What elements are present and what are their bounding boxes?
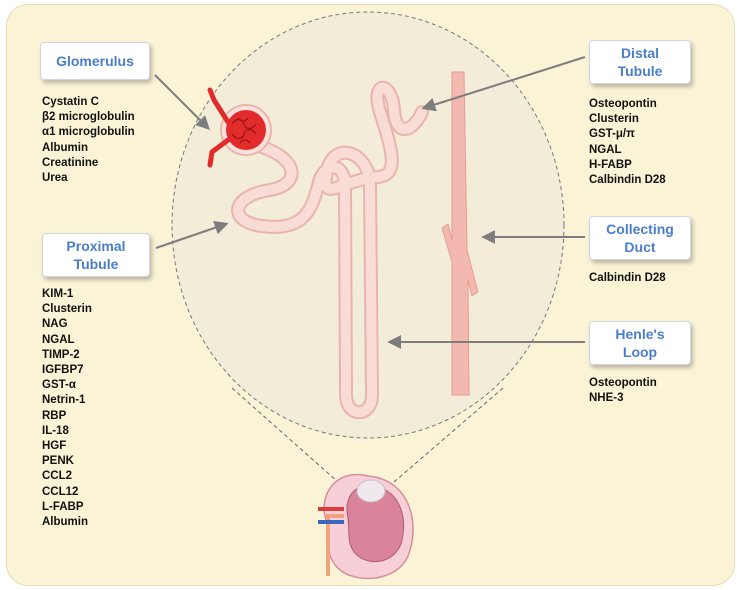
marker-item: GST-α xyxy=(42,379,76,392)
collecting-markers: Calbindin D28 xyxy=(589,271,666,286)
nephron-tubule xyxy=(231,80,429,420)
henle-markers: Osteopontin NHE-3 xyxy=(589,376,657,406)
henles-loop-label: Henle's Loop xyxy=(589,321,691,365)
marker-item: Osteopontin xyxy=(589,98,657,110)
marker-item: TIMP-2 xyxy=(42,348,80,361)
marker-item: Netrin-1 xyxy=(42,394,86,407)
marker-item: Creatinine xyxy=(42,156,99,169)
marker-item: NGAL xyxy=(589,143,622,156)
marker-item: Clusterin xyxy=(42,303,92,316)
marker-item: Clusterin xyxy=(589,113,639,126)
marker-item: Urea xyxy=(42,172,68,185)
marker-item: H-FABP xyxy=(589,158,632,171)
marker-item: RBP xyxy=(42,409,67,422)
glomerulus-illustration xyxy=(207,87,272,168)
arrow-proximal xyxy=(155,221,229,249)
marker-item: Calbindin D28 xyxy=(589,174,666,187)
proximal-title-line1: Proximal xyxy=(66,238,126,254)
marker-item: IGFBP7 xyxy=(42,364,84,377)
marker-item: CCL12 xyxy=(42,485,79,498)
glomerulus-title: Glomerulus xyxy=(56,53,134,69)
marker-item: KIM-1 xyxy=(42,288,74,300)
collecting-duct xyxy=(441,71,479,396)
marker-item: NAG xyxy=(42,318,68,331)
proximal-markers: KIM-1 Clusterin NAG NGAL TIMP-2 IGFBP7 G… xyxy=(42,287,92,530)
marker-item: Albumin xyxy=(42,141,88,154)
marker-item: PENK xyxy=(42,455,74,468)
collecting-duct-label: Collecting Duct xyxy=(589,216,691,260)
glomerulus-markers: Cystatin C β2 microglobulin α1 microglob… xyxy=(42,95,135,186)
zoom-guide-left xyxy=(231,387,339,483)
marker-item: NHE-3 xyxy=(589,392,624,405)
distal-title-line2: Tubule xyxy=(617,63,663,79)
glomerulus-label: Glomerulus xyxy=(40,42,150,80)
marker-item: GST-μ/π xyxy=(589,128,635,141)
henle-title-line1: Henle's xyxy=(615,326,665,342)
collecting-title-line1: Collecting xyxy=(606,221,674,237)
marker-item: HGF xyxy=(42,440,67,453)
arrow-distal xyxy=(421,56,586,112)
henle-title-line2: Loop xyxy=(622,344,658,360)
marker-item: Cystatin C xyxy=(42,96,99,108)
distal-title-line1: Distal xyxy=(620,45,660,61)
arrow-glomerulus xyxy=(154,74,210,130)
proximal-tubule-label: Proximal Tubule xyxy=(42,233,150,277)
kidney-illustration xyxy=(318,473,414,580)
marker-item: IL-18 xyxy=(42,424,69,437)
zoom-guide-right xyxy=(393,387,504,483)
distal-markers: Osteopontin Clusterin GST-μ/π NGAL H-FAB… xyxy=(589,97,666,188)
distal-tubule-label: Distal Tubule xyxy=(589,40,691,84)
marker-item: Calbindin D28 xyxy=(589,272,666,284)
marker-item: Osteopontin xyxy=(589,377,657,389)
marker-item: L-FABP xyxy=(42,500,84,513)
collecting-title-line2: Duct xyxy=(624,239,656,255)
marker-item: CCL2 xyxy=(42,470,73,483)
marker-item: β2 microglobulin xyxy=(42,111,135,124)
marker-item: α1 microglobulin xyxy=(42,126,135,139)
proximal-title-line2: Tubule xyxy=(73,256,119,272)
marker-item: NGAL xyxy=(42,333,75,346)
marker-item: Albumin xyxy=(42,516,88,529)
